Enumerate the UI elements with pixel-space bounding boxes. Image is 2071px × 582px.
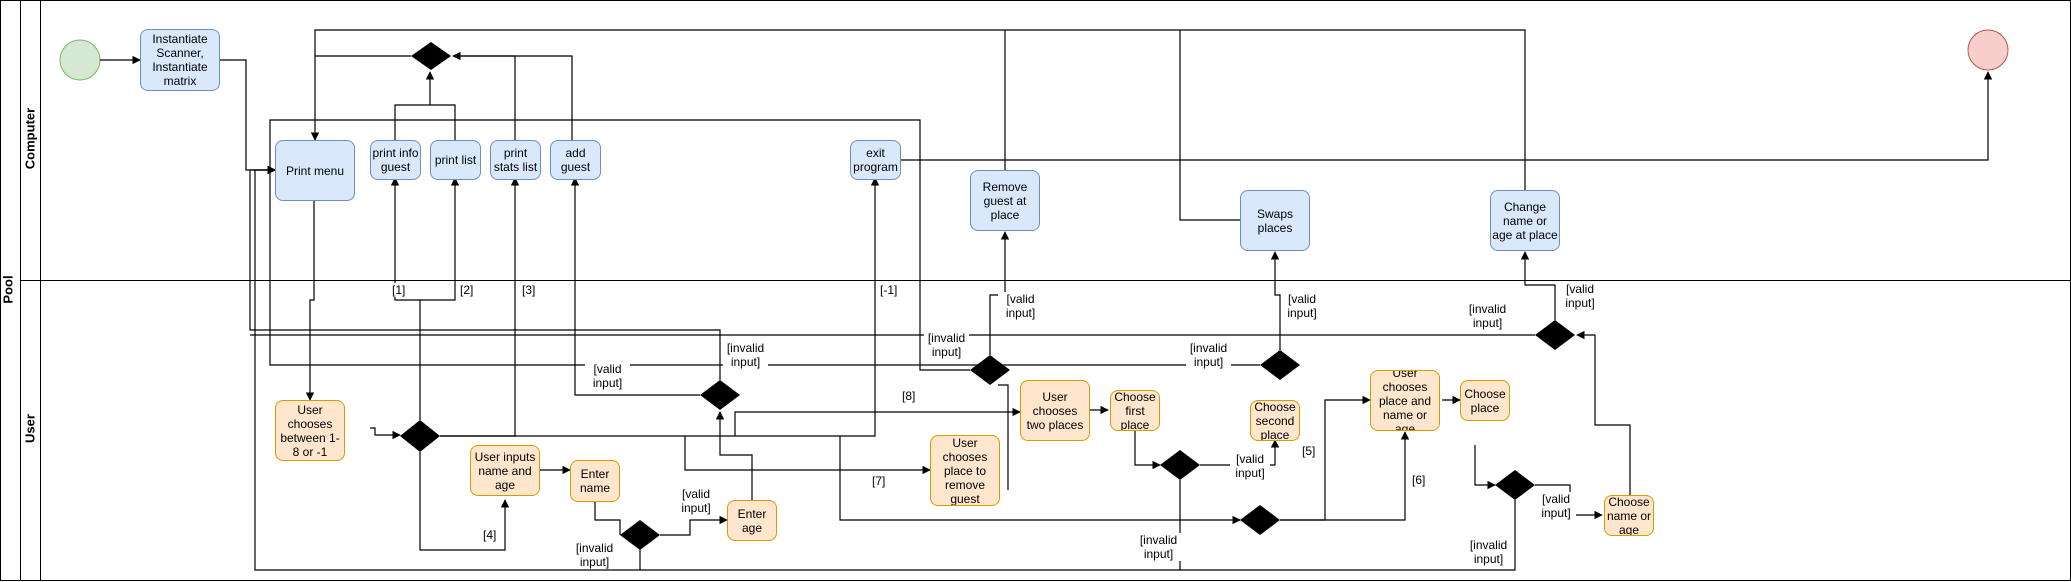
edge-label-opt-5: [5] — [1302, 444, 1316, 458]
edge-label-invalid-swap-second: [invalid input] — [1186, 341, 1231, 369]
edge-label-opt-8: [8] — [902, 389, 916, 403]
choose-second-place-node: Choose second place — [1250, 400, 1300, 441]
edge-label-opt-1: [1] — [392, 283, 406, 297]
add-guest-node: add guest — [550, 140, 601, 180]
print-info-guest-node: print info guest — [370, 140, 421, 180]
enter-age-node: Enter age — [727, 500, 777, 541]
decision-name-input — [620, 520, 660, 550]
edge-label-invalid-place: [invalid input] — [1466, 538, 1511, 566]
edge-label-valid-swap-first: [valid input] — [1230, 452, 1270, 480]
decision-name-age-input — [1535, 320, 1575, 350]
edge-label-opt-6: [6] — [1412, 473, 1426, 487]
decision-first-place — [1160, 450, 1200, 480]
edge-label-opt-exit: [-1] — [880, 283, 898, 297]
change-name-age-node: Change name or age at place — [1490, 190, 1560, 251]
decision-place-input — [1495, 470, 1535, 500]
edge-label-opt-7: [7] — [872, 474, 886, 488]
lane-title-user: User — [22, 414, 38, 443]
print-list-node: print list — [430, 140, 481, 180]
edge-label-valid-place: [valid input] — [1536, 492, 1576, 520]
edge-label-valid-swap-second: [valid input] — [1282, 292, 1322, 320]
user-chooses-place-remove-node: User chooses place to remove guest — [930, 435, 1000, 506]
user-chooses-option-node: User chooses between 1-8 or -1 — [275, 400, 345, 461]
edge-label-opt-2: [2] — [460, 283, 474, 297]
edge-label-valid-change: [valid input] — [1560, 282, 1600, 310]
decision-change-option — [1240, 505, 1280, 535]
decision-age-input — [700, 380, 740, 410]
decision-menu-option — [400, 420, 440, 452]
enter-name-node: Enter name — [570, 460, 620, 502]
user-chooses-place-name-age-node: User chooses place and name or age — [1370, 370, 1440, 431]
print-menu-node: Print menu — [275, 140, 355, 201]
connectors — [100, 29, 1993, 571]
edge-label-valid-add: [valid input] — [585, 362, 630, 390]
decision-remove-input — [970, 355, 1010, 385]
remove-guest-node: Remove guest at place — [970, 170, 1040, 231]
edge-label-opt-3: [3] — [522, 283, 536, 297]
swaps-places-node: Swaps places — [1240, 190, 1310, 251]
edge-label-invalid-remove: [invalid input] — [924, 331, 969, 359]
print-stats-list-node: print stats list — [490, 140, 541, 180]
edge-label-invalid-swap-first: [invalid input] — [1136, 533, 1181, 561]
choose-place-node: Choose place — [1460, 380, 1510, 421]
user-chooses-two-places-node: User chooses two places — [1020, 380, 1090, 441]
decision-second-place — [1260, 350, 1300, 380]
exit-program-node: exit program — [850, 140, 901, 180]
start-node — [59, 39, 101, 81]
end-node — [1967, 29, 2009, 71]
instantiate-node: Instantiate Scanner, Instantiate matrix — [140, 29, 220, 91]
choose-first-place-node: Choose first place — [1110, 390, 1160, 431]
edge-label-invalid-add: [invalid input] — [723, 341, 768, 369]
lane-title-computer: Computer — [22, 107, 38, 170]
decision-print-merge — [411, 42, 451, 70]
choose-name-or-age-node: Choose name or age — [1604, 495, 1654, 536]
edge-label-invalid-change: [invalid input] — [1465, 302, 1510, 330]
edge-label-valid-age: [valid input] — [676, 487, 716, 515]
pool-title: Pool — [0, 275, 16, 304]
edge-label-invalid-age: [invalid input] — [572, 541, 617, 569]
edge-label-opt-4: [4] — [483, 528, 497, 542]
edge-label-valid-remove: [valid input] — [998, 292, 1043, 320]
user-inputs-name-age-node: User inputs name and age — [470, 445, 540, 496]
